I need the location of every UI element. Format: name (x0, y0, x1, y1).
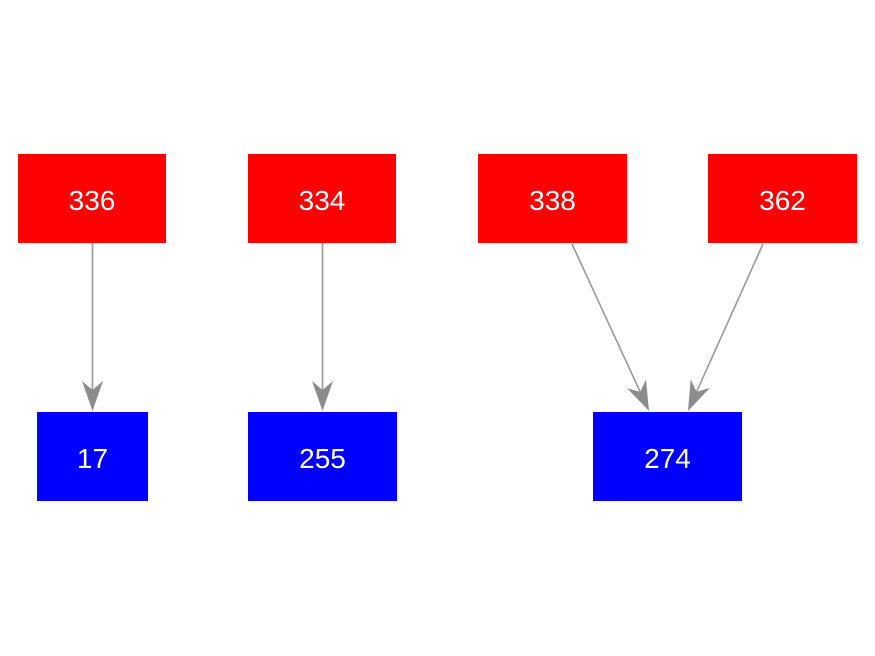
node-label: 17 (76, 442, 109, 474)
node-label: 274 (644, 442, 691, 474)
node-label: 338 (529, 184, 576, 216)
node-334-source: 334 (248, 154, 396, 243)
node-336-source: 336 (18, 154, 166, 243)
arrowhead-icon (626, 379, 649, 411)
edge-line-362-to-274 (695, 243, 764, 393)
arrowhead-icon (688, 379, 710, 411)
node-274-target: 274 (593, 412, 742, 501)
node-label: 336 (68, 184, 116, 216)
node-338-source: 338 (478, 154, 627, 243)
arrowhead-icon (82, 381, 103, 411)
node-17-target: 17 (37, 412, 148, 501)
node-362-source: 362 (708, 154, 857, 243)
node-label: 334 (298, 184, 346, 216)
node-255-target: 255 (248, 412, 397, 501)
edge-line-338-to-274 (571, 243, 641, 393)
node-label: 362 (759, 184, 806, 216)
arrowhead-icon (312, 381, 333, 411)
node-label: 255 (299, 442, 346, 474)
